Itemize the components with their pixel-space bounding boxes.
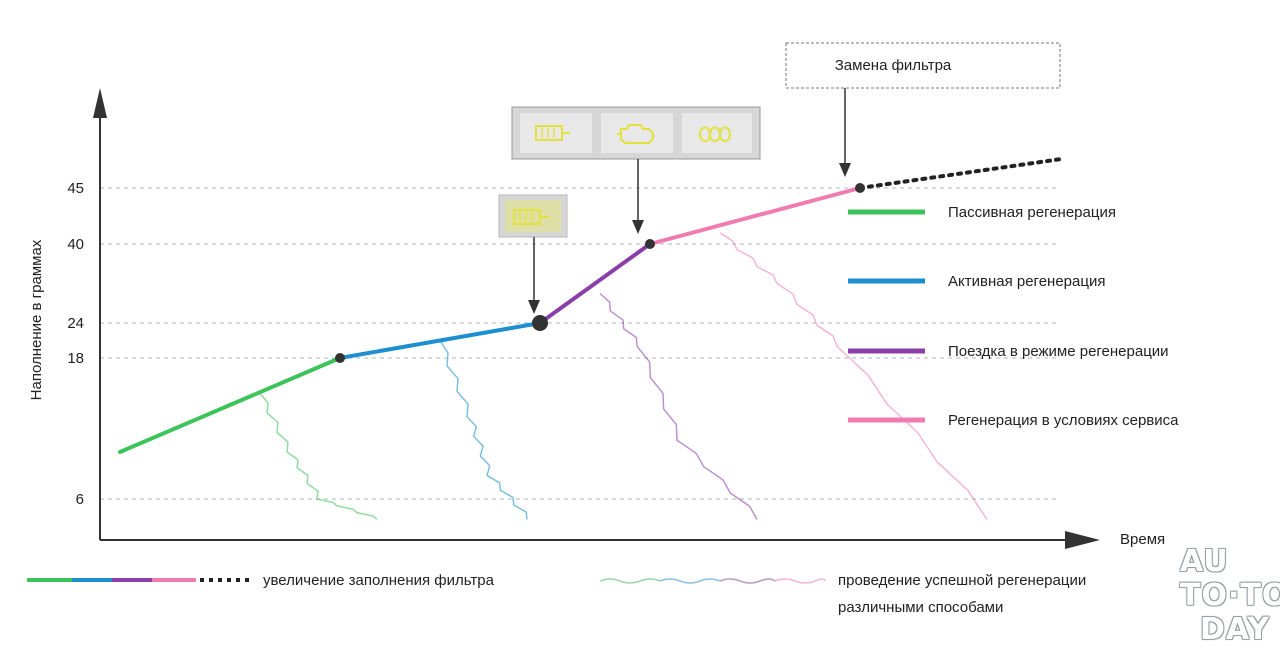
x-axis-title: Время — [1120, 531, 1165, 548]
filter-warning-icon — [513, 209, 548, 225]
series-marker — [855, 183, 865, 193]
regeneration-drop-curve — [439, 340, 528, 520]
series-marker — [532, 315, 548, 331]
series-line — [648, 186, 862, 246]
y-tick-label: 6 — [76, 491, 84, 508]
triple-icon-cell-1 — [520, 113, 592, 153]
triple-icon-cell-2 — [601, 113, 673, 153]
y-tick-label: 45 — [67, 180, 84, 197]
single-icon-callout — [498, 194, 568, 314]
series-line — [538, 242, 652, 325]
legend-label-active: Активная регенерация — [948, 273, 1105, 290]
series-line — [338, 321, 542, 360]
y-tick-label: 24 — [67, 315, 84, 332]
filter-replace-label: Замена фильтра — [835, 57, 952, 74]
legend: Пассивная регенерация Активная регенерац… — [848, 204, 1179, 429]
regeneration-drop-curve — [599, 292, 758, 520]
legend-label-service: Регенерация в условиях сервиса — [948, 412, 1179, 429]
filter-replace-box — [785, 42, 1061, 89]
series-markers — [335, 183, 865, 363]
filter-replace-arrow-head — [839, 163, 851, 177]
bottom-label-increase: увеличение заполнения фильтра — [263, 572, 495, 589]
y-tick-label: 40 — [67, 236, 84, 253]
series-marker — [645, 239, 655, 249]
legend-label-trip: Поездка в режиме регенерации — [948, 343, 1169, 360]
series-lines — [118, 157, 1062, 454]
filter-warning-icon — [535, 125, 570, 141]
engine-check-icon — [617, 124, 654, 144]
triple-icon-callout — [511, 106, 761, 234]
bottom-label-success-1: проведение успешной регенерации — [838, 572, 1086, 589]
y-tick-label: 18 — [67, 350, 84, 367]
bottom-swatch-wavy-green — [599, 578, 661, 584]
bottom-label-success-2: различными способами — [838, 599, 1003, 616]
series-line — [118, 356, 342, 454]
watermark-line-2: TO·TO — [1180, 578, 1280, 613]
triple-icon-cell-3 — [682, 113, 752, 153]
glow-plug-icon — [699, 126, 732, 142]
triple-icon-arrow-head — [632, 220, 644, 234]
projection-line — [858, 157, 1062, 190]
y-axis-title: Наполнение в граммах — [28, 239, 45, 400]
axes — [93, 88, 1100, 549]
regeneration-drop-curve — [719, 232, 988, 520]
watermark-line-1: AU — [1180, 544, 1229, 579]
bottom-swatch-wavy-pink — [774, 578, 826, 584]
bottom-swatch-wavy-purple — [719, 578, 776, 584]
grid-lines — [100, 187, 1060, 500]
y-axis-arrow — [93, 88, 107, 118]
bottom-legend: увеличение заполнения фильтра проведение… — [27, 572, 1086, 616]
x-axis-arrow — [1065, 531, 1100, 549]
regeneration-drops — [259, 232, 988, 521]
series-marker — [335, 353, 345, 363]
legend-label-passive: Пассивная регенерация — [948, 204, 1116, 221]
bottom-swatch-wavy-blue — [659, 578, 721, 584]
y-tick-labels: 6 18 24 40 45 — [67, 180, 84, 508]
regeneration-drop-curve — [259, 392, 378, 521]
filter-replace-callout: Замена фильтра — [785, 42, 1061, 177]
watermark-line-3: DAY — [1200, 612, 1270, 647]
single-icon-arrow-head — [528, 300, 540, 314]
